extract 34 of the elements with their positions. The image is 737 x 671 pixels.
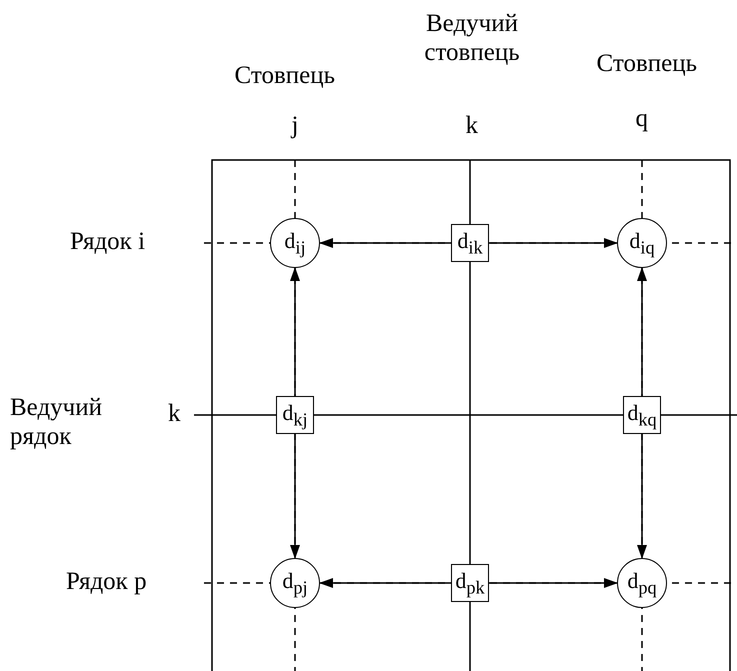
node-label: d$_{iq}$ — [629, 230, 655, 256]
circle-node — [270, 218, 320, 268]
arrow — [290, 267, 300, 396]
node-label: d$_{kj}$ — [282, 402, 308, 428]
square-node — [451, 224, 489, 262]
arrow — [637, 434, 647, 559]
node-label: d$_{pj}$ — [282, 570, 308, 596]
row-heading: Ведучий рядок — [10, 394, 103, 452]
arrow — [319, 578, 451, 588]
node-label: d$_{pq}$ — [627, 570, 657, 596]
square-node — [451, 564, 489, 602]
circle-node — [270, 558, 320, 608]
column-heading: Стовпець — [596, 50, 698, 79]
arrow — [489, 238, 618, 248]
node-label: d$_{ik}$ — [457, 230, 483, 256]
circle-node — [617, 218, 667, 268]
column-heading: Ведучий стовпець — [423, 10, 521, 68]
row-index: k — [168, 400, 180, 429]
square-node — [623, 396, 661, 434]
arrow — [319, 238, 451, 248]
column-index: k — [466, 112, 478, 141]
square-node — [276, 396, 314, 434]
node-label: d$_{pk}$ — [455, 570, 485, 596]
circle-node — [617, 558, 667, 608]
arrow — [489, 578, 618, 588]
arrow — [637, 267, 647, 396]
row-heading: Рядок p — [66, 568, 147, 597]
column-heading: Стовпець — [234, 62, 336, 91]
node-label: d$_{kq}$ — [627, 402, 657, 428]
column-index: q — [636, 105, 648, 134]
row-heading: Рядок i — [70, 228, 146, 257]
arrow — [290, 434, 300, 559]
node-label: d$_{ij}$ — [284, 230, 306, 256]
column-index: j — [292, 112, 298, 141]
